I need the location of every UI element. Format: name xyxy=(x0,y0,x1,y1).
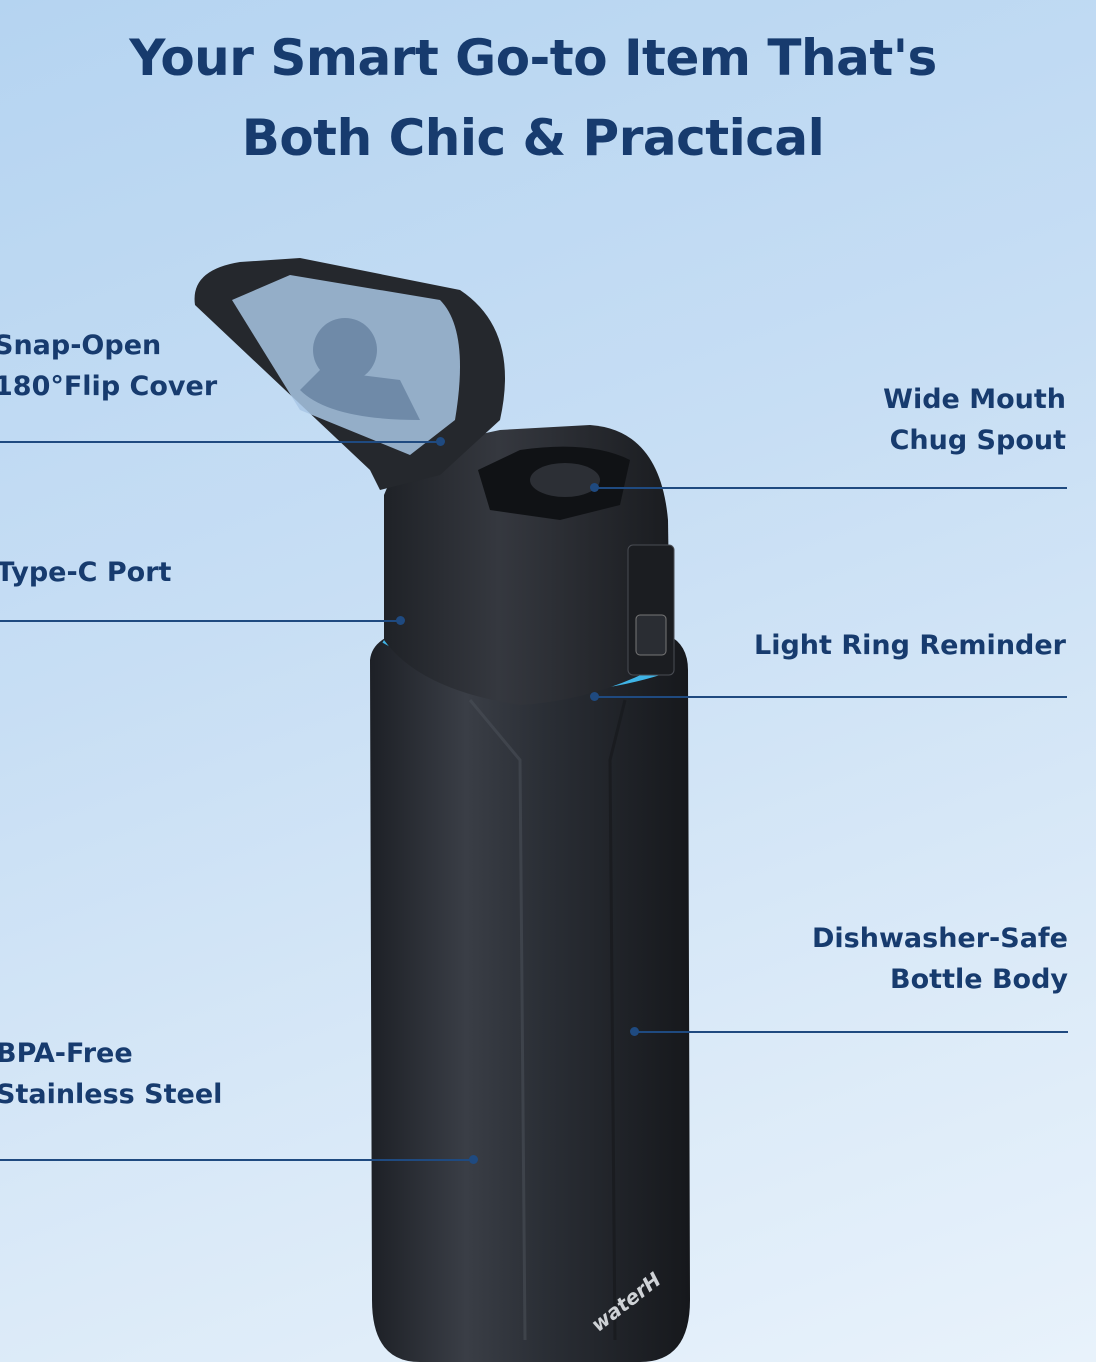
label-line: Dishwasher-Safe xyxy=(812,923,1068,954)
callout-line xyxy=(634,1031,1068,1033)
callout-line xyxy=(594,487,1067,489)
callout-dot xyxy=(436,437,445,446)
label-dishwasher-safe: Dishwasher-Safe Bottle Body xyxy=(812,918,1068,1000)
callout-line xyxy=(594,696,1067,698)
title-line-1: Your Smart Go-to Item That's xyxy=(129,29,937,87)
label-line: Bottle Body xyxy=(890,964,1068,995)
label-line: Type-C Port xyxy=(0,557,172,588)
label-line: BPA-Free xyxy=(0,1038,133,1069)
bottle-body xyxy=(370,632,690,1362)
callout-dot xyxy=(590,692,599,701)
label-light-ring: Light Ring Reminder xyxy=(754,625,1066,666)
callout-dot xyxy=(469,1155,478,1164)
callout-dot xyxy=(396,616,405,625)
label-bpa-free: BPA-Free Stainless Steel xyxy=(0,1033,222,1115)
label-line: Snap-Open xyxy=(0,330,162,361)
callout-dot xyxy=(590,483,599,492)
label-line: Wide Mouth xyxy=(883,384,1066,415)
label-line: Chug Spout xyxy=(889,425,1066,456)
callout-line xyxy=(0,620,400,622)
label-flip-cover: Snap-Open 180°Flip Cover xyxy=(0,325,217,407)
label-chug-spout: Wide Mouth Chug Spout xyxy=(883,379,1066,461)
label-type-c-port: Type-C Port xyxy=(0,552,171,593)
title-line-2: Both Chic & Practical xyxy=(241,109,825,167)
page-title: Your Smart Go-to Item That's Both Chic &… xyxy=(0,18,1066,178)
label-line: Light Ring Reminder xyxy=(754,630,1066,661)
label-line: Stainless Steel xyxy=(0,1079,223,1110)
callout-dot xyxy=(630,1027,639,1036)
callout-line xyxy=(0,441,440,443)
callout-line xyxy=(0,1159,474,1161)
label-line: 180°Flip Cover xyxy=(0,371,218,402)
